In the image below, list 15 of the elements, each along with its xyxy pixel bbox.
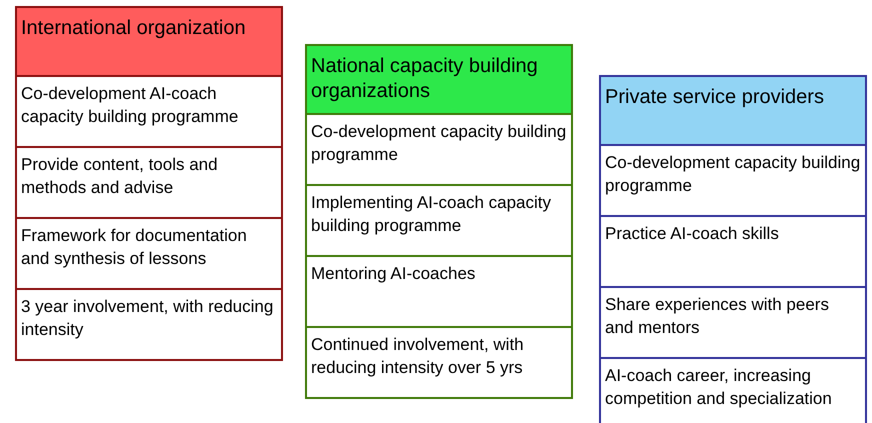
text-box: Implementing AI-coach capacity building programme bbox=[305, 184, 573, 257]
header-box: International organization bbox=[15, 6, 283, 77]
text-box: Co-development capacity building programme bbox=[305, 113, 573, 186]
text-box: Framework for documentation and synthesis of lessons bbox=[15, 217, 283, 290]
text-box: Mentoring AI-coaches bbox=[305, 255, 573, 328]
text-box: Co-development capacity building programme bbox=[599, 144, 867, 217]
text-box: Provide content, tools and methods and advise bbox=[15, 146, 283, 219]
header-box: Private service providers bbox=[599, 75, 867, 146]
text-box: Share experiences with peers and mentors bbox=[599, 286, 867, 359]
text-box: Continued involvement, with reducing intensity over 5 yrs bbox=[305, 326, 573, 399]
text-box: Practice AI-coach skills bbox=[599, 215, 867, 288]
text-box: AI-coach career, increasing competition and specialization bbox=[599, 357, 867, 423]
text-box: Co-development AI-coach capacity building programme bbox=[15, 75, 283, 148]
header-box: National capacity building organizations bbox=[305, 44, 573, 115]
text-box: 3 year involvement, with reducing intensity bbox=[15, 288, 283, 361]
